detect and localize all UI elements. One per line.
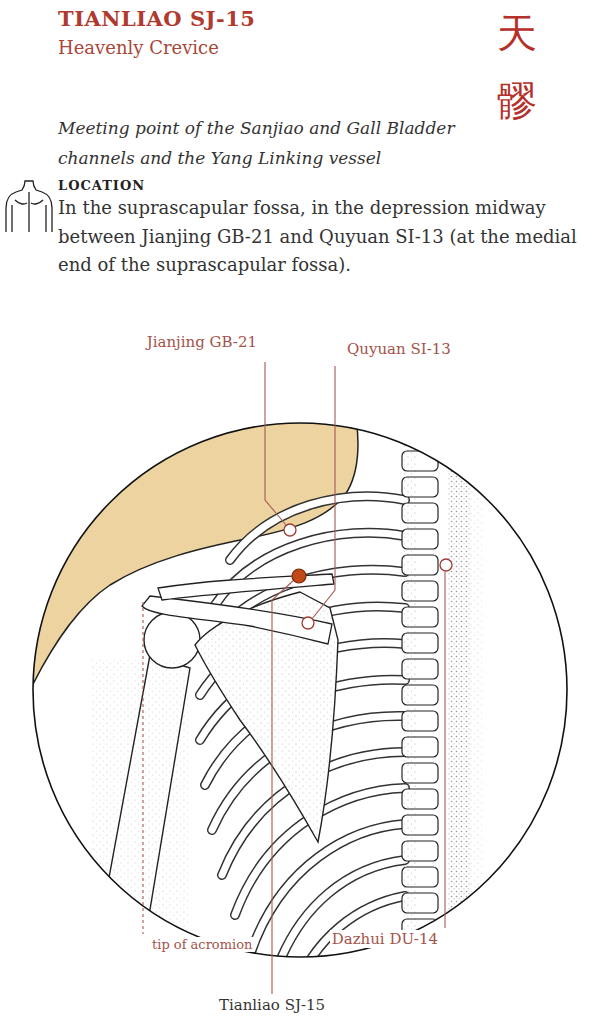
point-label: Dazhui DU-14 bbox=[330, 930, 440, 948]
point-marker bbox=[302, 617, 314, 629]
clavicle bbox=[158, 574, 334, 600]
point-marker bbox=[440, 559, 452, 571]
frame-circle bbox=[33, 423, 567, 957]
back-icon bbox=[6, 181, 52, 232]
intro-note: Meeting point of the Sanjiao and Gall Bl… bbox=[58, 113, 488, 173]
point-label: Tianliao SJ-15 bbox=[217, 996, 327, 1014]
main-point-marker bbox=[292, 569, 306, 583]
landmark-label: tip of acromion bbox=[150, 937, 254, 952]
chinese-character: 髎 bbox=[497, 78, 537, 124]
vertebrae bbox=[402, 425, 438, 965]
section-heading: LOCATION bbox=[58, 178, 145, 193]
chinese-character: 天 bbox=[497, 10, 537, 56]
point-marker bbox=[284, 524, 296, 536]
scapular-spine bbox=[142, 596, 332, 644]
point-label: Jianjing GB-21 bbox=[145, 333, 259, 351]
leader-lines bbox=[143, 362, 445, 994]
point-label: Quyuan SI-13 bbox=[345, 340, 453, 358]
location-text: In the suprascapular fossa, in the depre… bbox=[58, 194, 593, 280]
subtitle: Heavenly Crevice bbox=[58, 37, 219, 58]
humerus bbox=[92, 655, 190, 970]
page-title: TIANLIAO SJ-15 bbox=[58, 6, 255, 31]
